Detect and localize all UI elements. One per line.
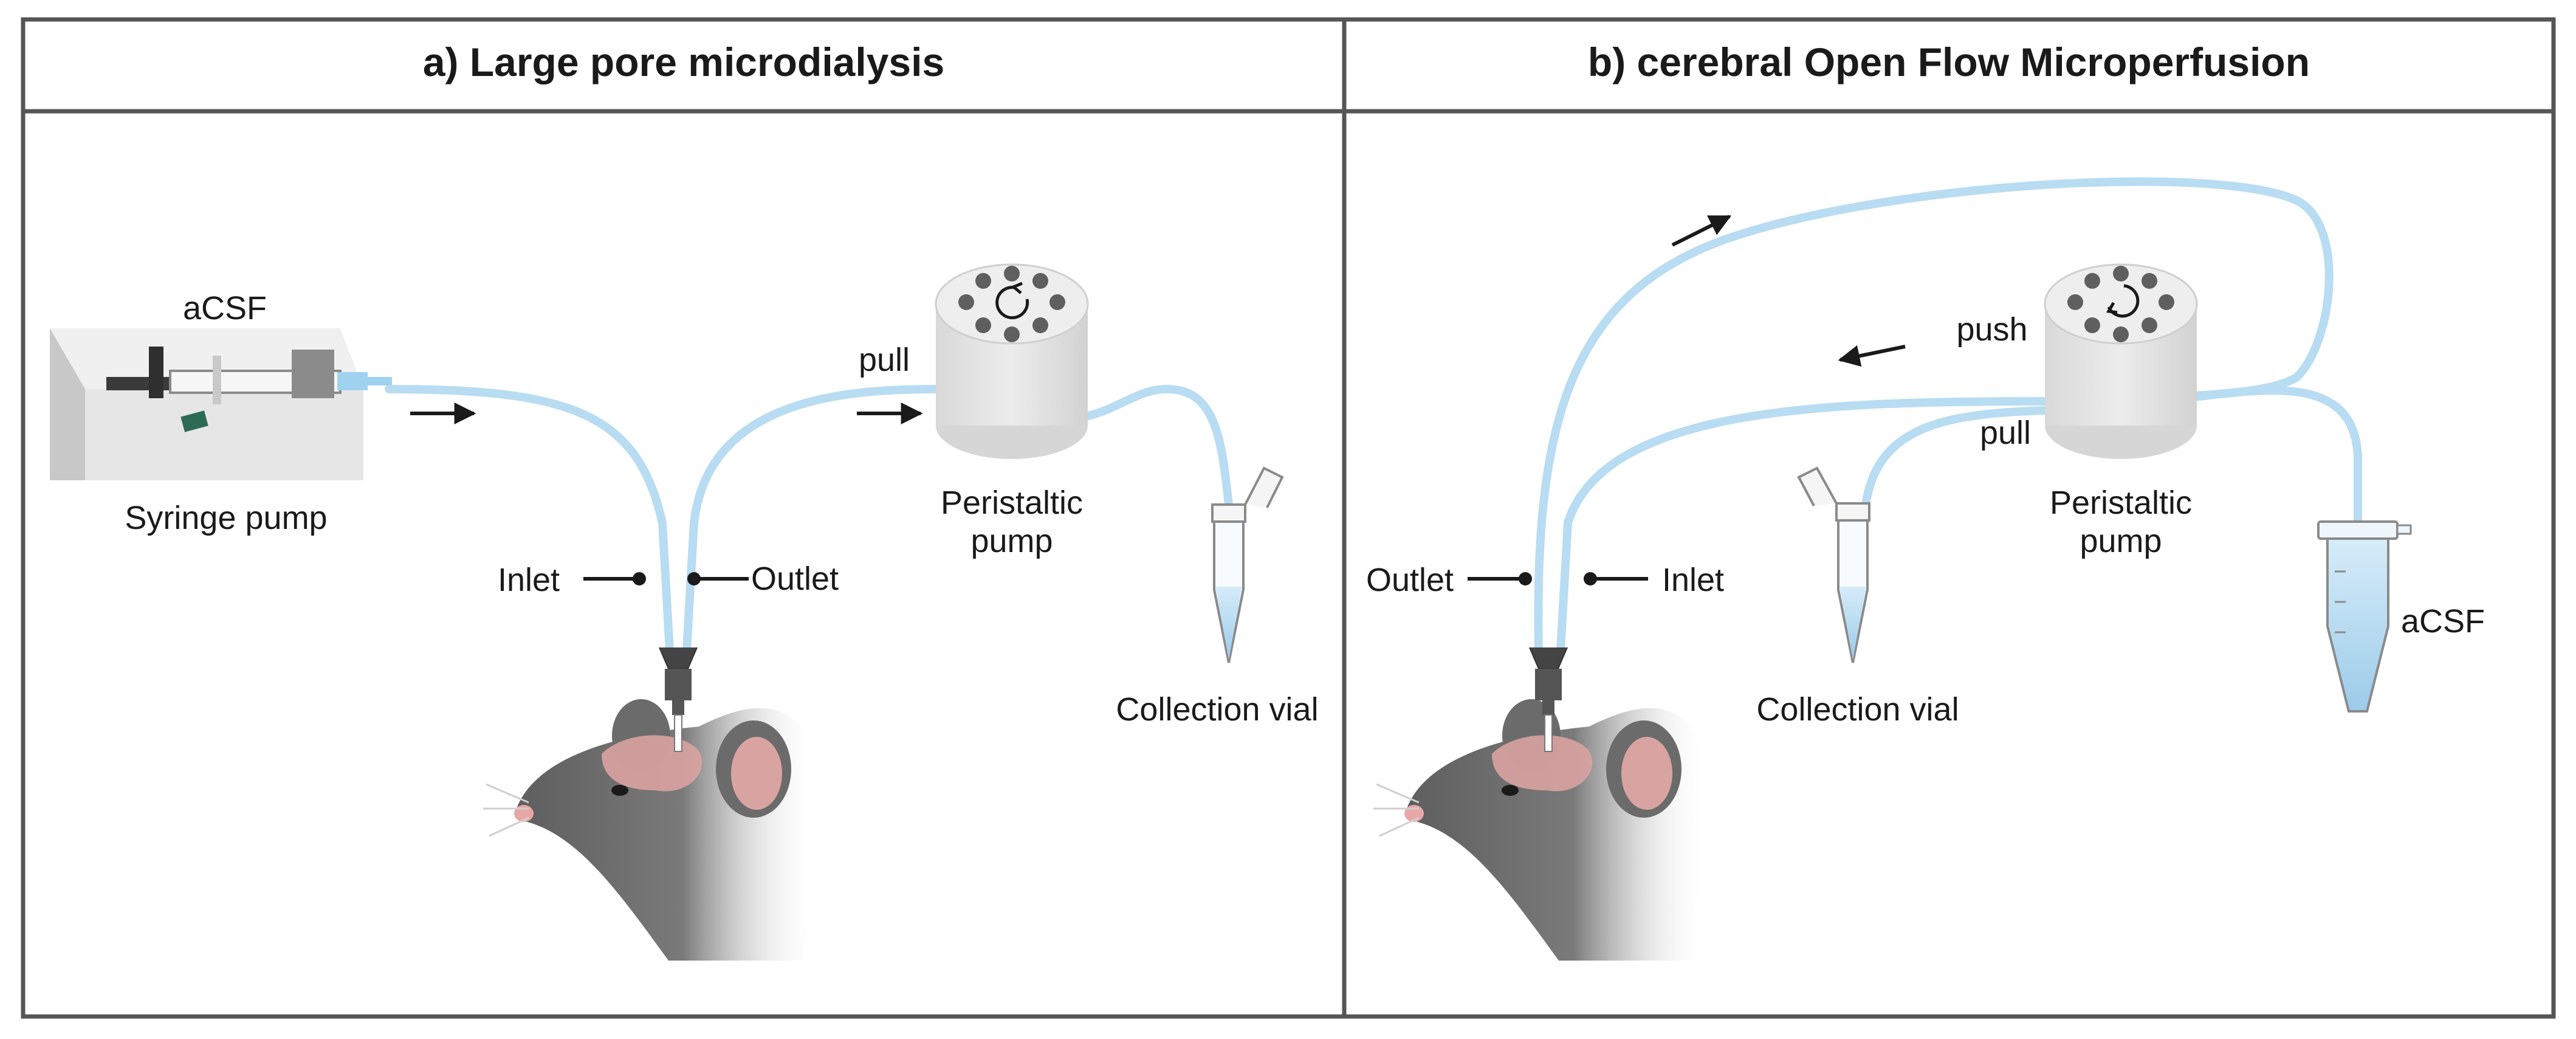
panel-b-peristaltic-label-2: pump [2080,523,2162,559]
panel-a: a) Large pore microdialysis aCSF Syringe… [21,17,1347,1019]
panel-a-peristaltic-pump-icon [935,263,1089,459]
panel-a-probe-icon [659,647,698,752]
panel-a-inlet-tube [385,385,674,655]
panel-a-peristaltic-label-1: Peristaltic [941,485,1083,521]
panel-b-acsf-label: aCSF [2401,603,2485,640]
panel-a-outlet-dot [687,572,701,585]
panel-b-peristaltic-pump-icon [2044,263,2198,459]
panel-a-collection-vial-label: Collection vial [1116,691,1318,728]
panel-a-peristaltic-label-2: pump [970,523,1053,559]
panel-b-collection-vial-label: Collection vial [1756,691,1959,728]
panel-a-pull-label: pull [859,342,910,378]
syringe-pump-label: Syringe pump [125,500,327,536]
panel-b-flow-arrow-top [1671,215,1732,247]
panel-b-outlet-dot [1519,572,1532,585]
panel-b-acsf-tube-icon [2317,520,2412,713]
panel-b-outlet-label: Outlet [1366,562,1454,598]
panel-a-collection-vial-icon [1211,466,1284,663]
panel-b-push-label: push [1956,311,2027,348]
panel-b-outlet-tube [1534,177,2334,655]
panel-b-inlet-label: Inlet [1662,562,1724,598]
panel-a-title: a) Large pore microdialysis [423,40,944,85]
panel-b-collection-vial-icon [1797,466,1870,663]
panel-a-inlet-dot [633,572,646,585]
panel-a-outlet-label: Outlet [751,561,839,597]
panel-b-peristaltic-label-1: Peristaltic [2050,485,2192,521]
panel-b-pull-label: pull [1980,415,2031,451]
syringe-pump-icon [50,328,392,480]
panel-b-flow-arrow-push [1838,345,1906,367]
panel-b-mouse-icon [1373,699,1710,961]
panel-a-acsf-label: aCSF [183,290,267,326]
panel-b: b) cerebral Open Flow Microperfusion pus… [1342,17,2556,1019]
panel-a-inlet-label: Inlet [498,562,560,598]
panel-b-frame [1342,17,2556,1019]
panel-a-mouse-icon [483,699,820,961]
panel-b-title: b) cerebral Open Flow Microperfusion [1588,40,2310,85]
panel-b-inlet-dot [1584,572,1597,585]
panel-b-probe-icon [1529,647,1568,752]
